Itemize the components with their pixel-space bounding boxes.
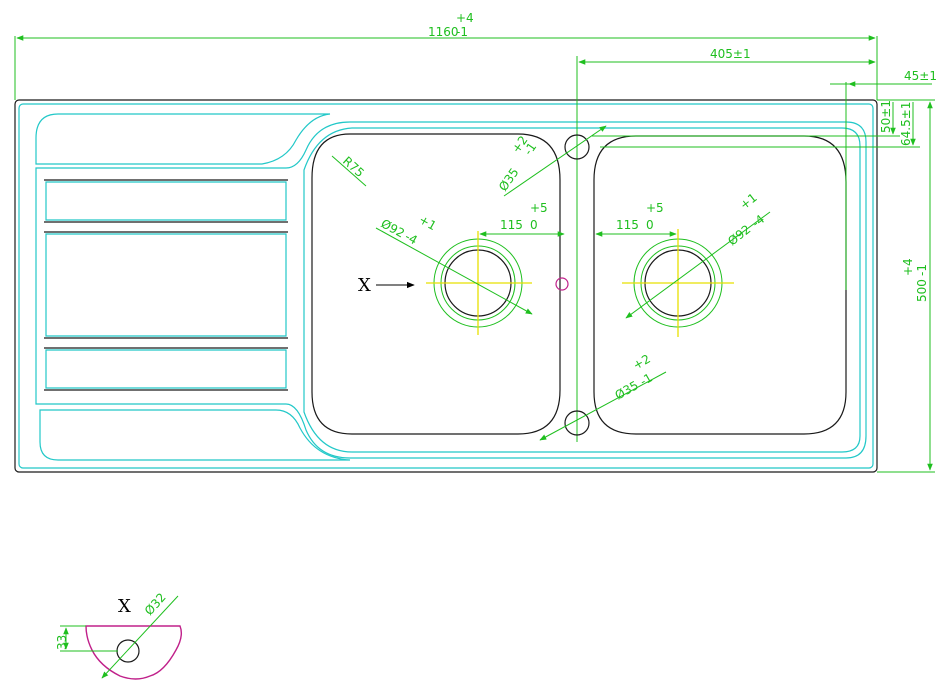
drainboard-grooves — [44, 179, 288, 391]
dim-vertical-offsets: 50±1 64.5±1 — [592, 100, 920, 148]
dim-drain-offset-left: 115 0 +5 — [479, 201, 565, 237]
overall-width-lower-tol: -1 — [456, 25, 468, 39]
drain-offset-left-lower-tol: 0 — [530, 218, 538, 232]
detail-x: X 33 Ø32 — [55, 590, 183, 680]
drain-right-lower-tol: -4 — [749, 212, 767, 230]
tap-hole-bottom-upper-tol: +2 — [631, 352, 653, 373]
overall-depth-upper-tol: +4 — [901, 258, 915, 276]
drain-offset-right-value: 115 — [616, 218, 639, 232]
drain-offset-left-upper-tol: +5 — [530, 201, 548, 215]
drain-right-upper-tol: +1 — [737, 190, 760, 212]
tap-hole-top — [564, 134, 590, 160]
overall-width-value: 1160 — [428, 25, 459, 39]
overall-width-upper-tol: +4 — [456, 11, 474, 25]
dim-radius: R75 — [331, 154, 367, 187]
dim-45-label: 45±1 — [904, 69, 937, 83]
radius-label: R75 — [340, 154, 367, 180]
overall-depth-lower-tol: -1 — [915, 264, 929, 276]
overall-depth-value: 500 — [915, 279, 929, 302]
dim-64-5-label: 64.5±1 — [899, 102, 913, 146]
dim-drain-offset-right: 115 0 +5 — [595, 201, 677, 237]
drainboard-outline — [35, 113, 867, 461]
sink-outline — [14, 99, 878, 473]
detail-x-label: X — [118, 596, 131, 617]
drain-right — [622, 229, 734, 337]
drain-right-value: Ø92 — [725, 222, 753, 248]
drain-offset-left-value: 115 — [500, 218, 523, 232]
dim-405: 405±1 — [578, 47, 876, 65]
detail-depth-label: 33 — [55, 635, 69, 650]
tap-hole-bottom-value: Ø35 — [613, 378, 641, 402]
dim-50-label: 50±1 — [879, 100, 893, 133]
dim-45: 45±1 — [830, 69, 937, 290]
drain-left-upper-tol: +1 — [417, 212, 439, 233]
center-marker — [555, 277, 569, 291]
dim-405-label: 405±1 — [710, 47, 751, 61]
drain-left — [426, 231, 532, 335]
left-bowl — [311, 133, 561, 435]
dim-tap-hole-bottom: Ø35 -1 +2 — [539, 352, 667, 441]
dim-tap-hole-top: Ø35 -1 +2 — [496, 125, 607, 197]
detail-hole-diameter-label: Ø32 — [142, 590, 169, 618]
dim-overall-depth: 500 -1 +4 — [877, 99, 935, 473]
section-marker-x: X — [358, 275, 415, 296]
drain-offset-right-lower-tol: 0 — [646, 218, 654, 232]
section-marker-label: X — [358, 275, 371, 296]
drain-left-lower-tol: -4 — [403, 229, 420, 247]
tap-hole-bottom — [564, 410, 590, 436]
dim-overall-width: 1160 -1 +4 — [14, 11, 878, 100]
tap-hole-top-value: Ø35 — [496, 165, 522, 193]
right-bowl — [593, 135, 847, 435]
drain-offset-right-upper-tol: +5 — [646, 201, 664, 215]
